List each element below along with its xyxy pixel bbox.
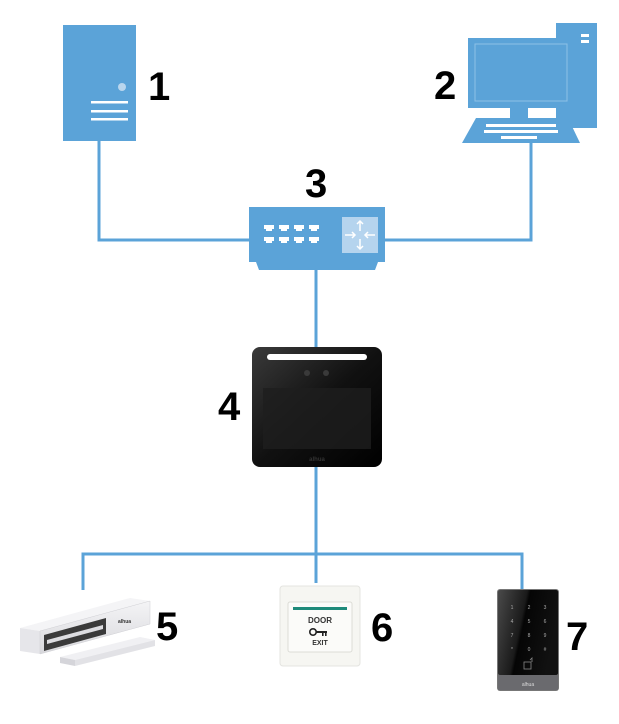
keypad-key: 9: [544, 633, 547, 639]
node-label-7: 7: [566, 615, 588, 659]
key-icon: [308, 627, 327, 636]
keypad-key: 3: [544, 605, 547, 611]
desktop-computer-icon: [462, 23, 597, 143]
keypad-key: #: [544, 647, 547, 653]
edge-computer-switch: [383, 143, 533, 242]
lock-brand-logo: alhua: [118, 619, 131, 625]
card-tap-icon: [523, 657, 533, 670]
connection-lines: [81, 140, 533, 590]
keypad-key: *: [511, 647, 513, 653]
reader-brand-logo: alhua: [522, 682, 534, 688]
exit-button-icon: DOOR EXIT: [279, 585, 361, 667]
keypad-key: 7: [511, 633, 514, 639]
brand-logo: alhua: [309, 457, 325, 463]
keypad-key: 5: [528, 619, 531, 625]
node-label-1: 1: [148, 65, 170, 109]
keypad-key: 2: [528, 605, 531, 611]
magnetic-lock-icon: alhua: [20, 598, 155, 666]
node-label-3: 3: [305, 162, 327, 206]
edge-bus-lock: [81, 552, 524, 590]
keypad-key: 6: [544, 619, 547, 625]
keypad-key: 1: [511, 605, 514, 611]
server-icon: [63, 25, 136, 141]
switch-icon: [249, 207, 385, 270]
node-label-5: 5: [156, 605, 178, 649]
keypad: 1 2 3 4 5 6 7 8 9 * 0 #: [511, 605, 547, 653]
edge-server-switch: [97, 140, 251, 242]
node-label-6: 6: [371, 606, 393, 650]
node-label-4: 4: [218, 385, 241, 429]
access-controller-icon: alhua: [252, 347, 382, 467]
keypad-key: 0: [528, 647, 531, 653]
keypad-key: 4: [511, 619, 514, 625]
card-reader-icon: alhua 1 2 3 4 5 6 7 8 9 * 0 #: [497, 589, 559, 691]
exit-button-exit-text: EXIT: [312, 640, 328, 647]
exit-button-door-text: DOOR: [308, 616, 332, 625]
node-label-2: 2: [434, 64, 456, 108]
keypad-key: 8: [528, 633, 531, 639]
